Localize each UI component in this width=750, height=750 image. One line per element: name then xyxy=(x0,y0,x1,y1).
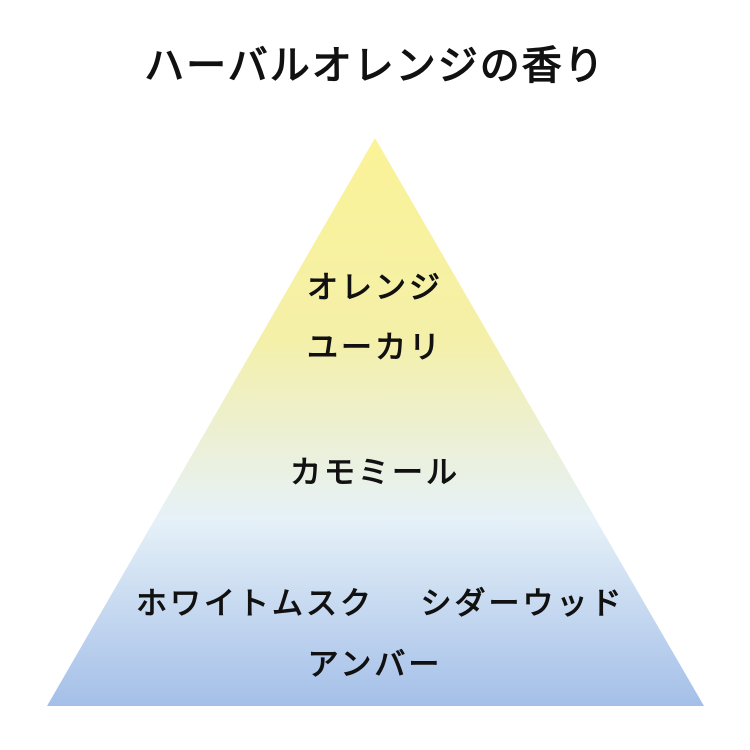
middle-note-label: カモミール xyxy=(290,455,460,491)
top-note-label: ユーカリ xyxy=(307,330,443,366)
base-note-label: ホワイトムスク xyxy=(136,586,374,622)
base-note-label: シダーウッド xyxy=(420,586,625,622)
pyramid-shape xyxy=(47,138,704,706)
diagram-title: ハーバルオレンジの香り xyxy=(144,43,606,89)
base-note-label: アンバー xyxy=(307,647,443,683)
top-note-label: オレンジ xyxy=(307,270,443,306)
